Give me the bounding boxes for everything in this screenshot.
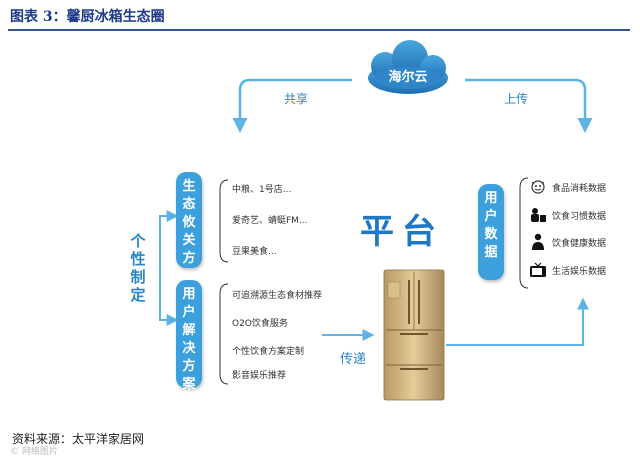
solution-box: 用户解决方案 [176,280,202,392]
health-person-icon [528,233,548,251]
data-row: 饮食健康数据 [528,233,606,251]
watermark: © 网络图片 [10,447,58,457]
share-arrow [232,78,352,133]
data-row: 生活娱乐数据 [528,261,606,279]
data-item-label: 生活娱乐数据 [552,266,607,277]
cloud-shape [368,40,448,94]
solution-brace [219,283,229,385]
upload-arrow [465,78,593,133]
data-item-label: 食品消耗数据 [552,183,607,194]
user-data-box: 用户数据 [478,184,504,280]
platform-label: 平台 [360,212,444,252]
tv-icon [528,261,548,279]
data-row: 食品消耗数据 [528,178,606,196]
left-bracket [159,215,172,321]
data-item-label: 饮食健康数据 [552,238,607,249]
ecosystem-item: 中粮、1号店... [232,185,292,195]
fridge-image [383,269,445,401]
fridge-to-data-arrow [446,297,589,346]
eating-habits-icon [528,206,548,224]
solution-item: 可追溯源生态食材推荐 [232,291,323,301]
title-divider [8,29,630,31]
data-brace [519,177,529,289]
personalized-label: 个性制定 [130,232,146,304]
data-row: 饮食习惯数据 [528,206,606,224]
data-item-label: 饮食习惯数据 [552,211,607,222]
share-label: 共享 [284,92,309,106]
figure-title: 图表 3：馨厨冰箱生态圈 [10,9,165,25]
solution-item: 影音娱乐推荐 [232,371,287,381]
transfer-label: 传递 [340,352,367,367]
cloud-label: 海尔云 [388,70,428,85]
solution-item: 个性饮食方案定制 [232,347,305,357]
ecosystem-item: 豆果美食... [232,247,277,257]
food-consumption-icon [528,178,548,196]
ecosystem-item: 爱奇艺、蜻蜓FM... [232,216,308,226]
source-note: 资料来源：太平洋家居网 [12,432,145,446]
ecosystem-box: 生态攸关方 [176,172,202,268]
solution-item: O2O饮食服务 [232,319,288,329]
upload-label: 上传 [504,92,529,106]
ecosystem-brace [219,179,229,263]
